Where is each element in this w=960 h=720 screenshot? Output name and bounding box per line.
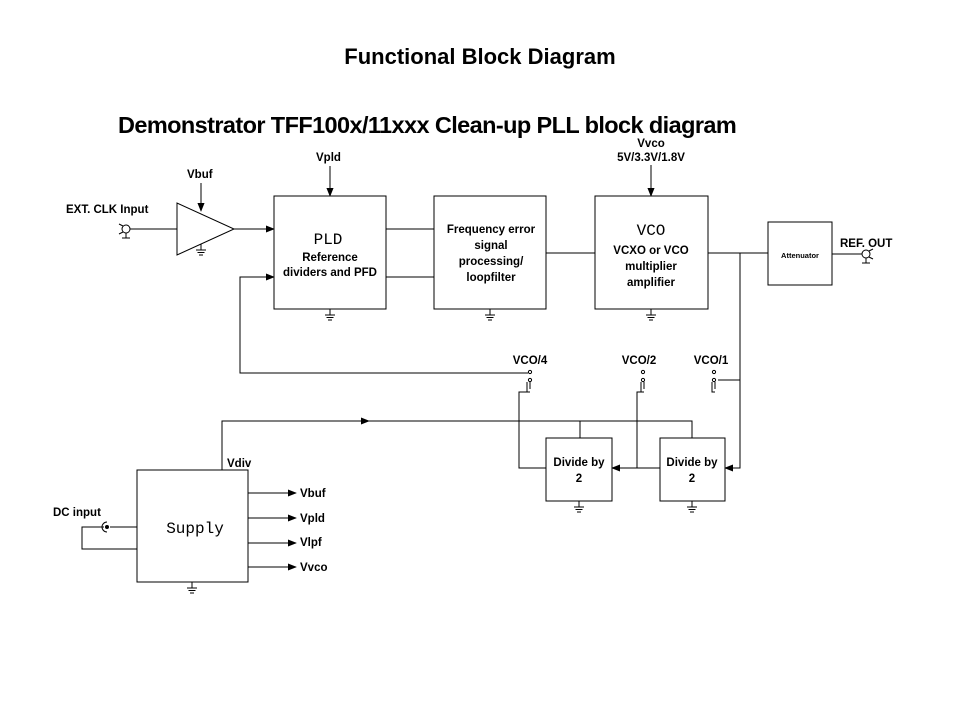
ext-clk-label: EXT. CLK Input (66, 204, 149, 216)
loopfilter-line-1: Frequency error (447, 224, 536, 236)
divider-block-1 (659, 437, 726, 502)
supply-label: Supply (166, 520, 224, 538)
ref-out-label: REF. OUT (840, 238, 892, 250)
input-buffer (176, 202, 236, 256)
supply-out-vbuf: Vbuf (300, 488, 326, 500)
loopfilter-block (433, 195, 547, 310)
vco-block (594, 195, 709, 310)
switch-vco1-label: VCO/1 (694, 355, 729, 367)
ext-clk-connector-icon (118, 223, 131, 239)
loopfilter-line-3: processing/ (459, 256, 524, 268)
switch-vco1-icon (711, 369, 717, 393)
switch-vco2-label: VCO/2 (622, 355, 657, 367)
switch-vco2-icon (640, 369, 646, 393)
vvco-values-label: 5V/3.3V/1.8V (617, 152, 685, 164)
vdiv-rail-label: Vdiv (227, 458, 252, 470)
divider-2-line-1: Divide by (553, 457, 605, 469)
vco-line-2: multiplier (625, 261, 677, 273)
wires (81, 165, 862, 571)
divider-1-line-2: 2 (689, 473, 695, 485)
divider-1-line-1: Divide by (666, 457, 718, 469)
supply-out-vpld: Vpld (300, 513, 325, 525)
vco-line-3: amplifier (627, 277, 675, 289)
divider-2-line-2: 2 (576, 473, 582, 485)
pld-label: PLD (314, 231, 343, 249)
loopfilter-line-2: signal (474, 240, 507, 252)
vco-line-1: VCXO or VCO (613, 245, 688, 257)
page-title: Functional Block Diagram (344, 44, 616, 69)
vbuf-rail-label: Vbuf (187, 169, 213, 181)
vpld-rail-label: Vpld (316, 152, 341, 164)
ref-out-connector-icon (861, 248, 874, 264)
divider-block-2 (545, 437, 613, 502)
dc-input-connector-icon (101, 521, 109, 533)
attenuator-block (767, 221, 833, 286)
loopfilter-line-4: loopfilter (466, 272, 516, 284)
diagram-title: Demonstrator TFF100x/11xxx Clean-up PLL … (118, 112, 737, 138)
switch-vco4-label: VCO/4 (513, 355, 548, 367)
pld-block (273, 195, 387, 310)
vvco-rail-label: Vvco (637, 138, 665, 150)
dc-input-label: DC input (53, 507, 101, 519)
vco-label: VCO (637, 222, 666, 240)
switch-vco4-icon (526, 369, 533, 393)
supply-out-vlpf: Vlpf (300, 537, 322, 549)
pld-line-2: dividers and PFD (283, 267, 377, 279)
pld-line-1: Reference (302, 252, 358, 264)
supply-out-vvco: Vvco (300, 562, 328, 574)
supply-block (136, 469, 249, 583)
attenuator-label: Attenuator (781, 251, 819, 260)
